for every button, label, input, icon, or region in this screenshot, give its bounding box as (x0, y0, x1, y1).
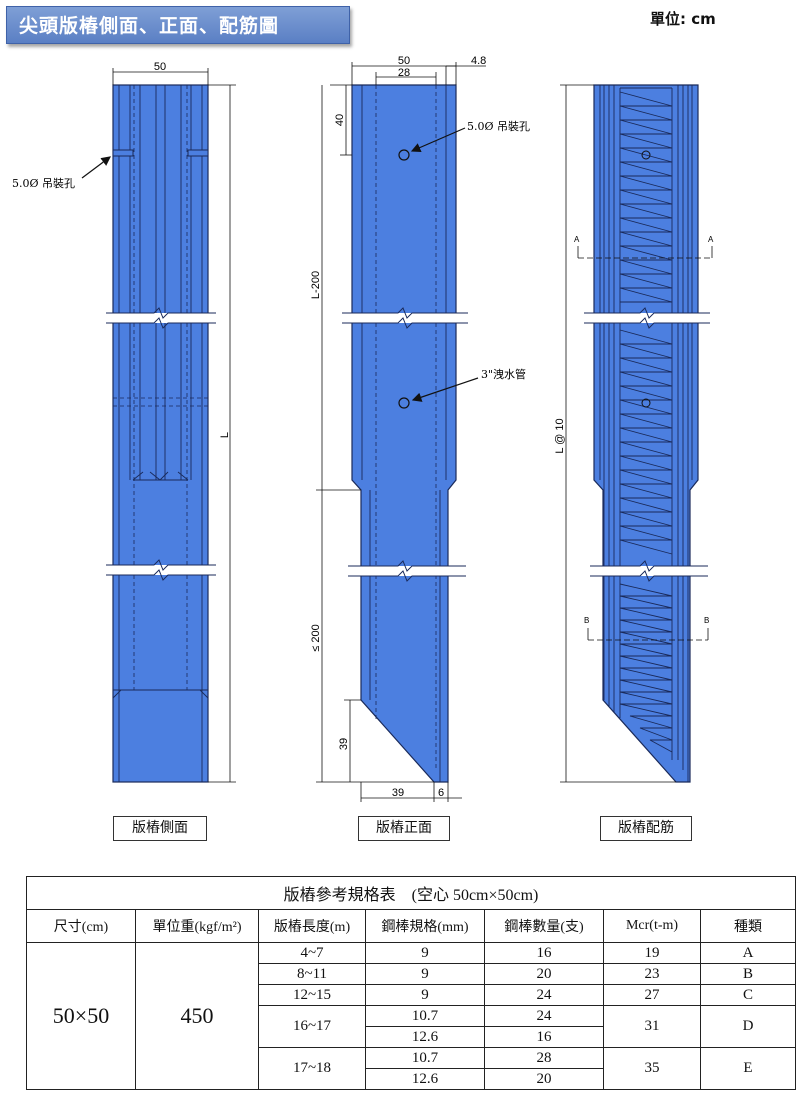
side-width-dim: 50 (154, 61, 166, 73)
cell-qty: 16 (484, 942, 604, 964)
cell-length: 16~17 (258, 1005, 366, 1048)
rebar-spiral-middle (619, 329, 673, 555)
col-type: 種類 (700, 909, 796, 943)
rebar-lifting-hole (641, 150, 651, 160)
col-qty: 鋼棒數量(支) (484, 909, 604, 943)
cell-type: A (700, 942, 796, 964)
cell-qty: 20 (484, 1068, 604, 1090)
rebar-spiral-upper (619, 91, 673, 303)
col-weight: 單位重(kgf/m²) (135, 909, 259, 943)
front-lower-length-dim: ≤ 200 (310, 624, 322, 651)
rebar-drain-hole (641, 398, 651, 408)
page-title: 尖頭版樁側面、正面、配筋圖 (6, 6, 350, 44)
col-size: 尺寸(cm) (26, 909, 136, 943)
cell-spec: 12.6 (365, 1068, 485, 1090)
front-pile-body (351, 84, 457, 783)
section-b-left: B (584, 616, 589, 625)
caption-side: 版樁側面 (113, 816, 207, 841)
side-hole-left (112, 149, 134, 157)
col-length: 版樁長度(m) (258, 909, 366, 943)
col-mcr: Mcr(t-m) (603, 909, 701, 943)
unit-label: 單位: cm (650, 10, 716, 28)
cell-type: B (700, 963, 796, 985)
caption-rebar: 版樁配筋 (600, 816, 692, 841)
front-width-dim: 50 (398, 55, 410, 67)
cell-qty: 24 (484, 1005, 604, 1027)
front-tip-width-dim: 39 (392, 787, 404, 799)
front-tip-height-dim: 39 (338, 738, 350, 750)
side-break-lower (106, 565, 216, 575)
table-row: 12.6 20 (27, 1068, 796, 1090)
section-a-right: A (708, 235, 714, 244)
cell-type: E (700, 1047, 796, 1090)
front-inner-dim: 28 (398, 67, 410, 79)
spec-table-title: 版樁參考規格表 (空心 50cm×50cm) (26, 876, 796, 910)
side-length-dim: L (219, 432, 231, 438)
rebar-length-dim: L @ 10 (554, 418, 566, 453)
cell-spec: 9 (365, 942, 485, 964)
side-hole-label: 5.0Ø 吊裝孔 (12, 177, 75, 190)
cell-spec: 9 (365, 963, 485, 985)
cell-length: 12~15 (258, 984, 366, 1006)
cell-qty: 28 (484, 1047, 604, 1069)
front-edge-dim: 4.8 (471, 55, 486, 67)
front-tip-edge-dim: 6 (438, 787, 444, 799)
front-view: 50 28 4.8 40 L-200 ≤ 200 39 39 6 5.0Ø 吊裝… (310, 55, 530, 802)
cell-spec: 10.7 (365, 1047, 485, 1069)
cell-mcr: 35 (603, 1047, 701, 1090)
cell-qty: 16 (484, 1026, 604, 1048)
front-upper-length-dim: L-200 (310, 271, 322, 299)
front-drain-label: 3"洩水管 (481, 367, 526, 381)
side-break-upper (106, 313, 216, 323)
cell-length: 4~7 (258, 942, 366, 964)
section-b-right: B (704, 616, 709, 625)
side-view: 50 L 5.0Ø 吊裝孔 (12, 61, 236, 783)
cell-length: 17~18 (258, 1047, 366, 1090)
front-drain-hole (398, 397, 410, 409)
table-row: 8~11 9 20 23 B (27, 963, 796, 985)
front-hole-label: 5.0Ø 吊裝孔 (467, 120, 530, 133)
col-spec: 鋼棒規格(mm) (365, 909, 485, 943)
table-row: 12.6 16 (27, 1026, 796, 1048)
table-row: 50×50 450 4~7 9 16 19 A (26, 942, 796, 1090)
cell-weight: 450 (135, 942, 259, 1090)
cell-length: 8~11 (258, 963, 366, 985)
front-lifting-hole (398, 149, 410, 161)
section-a-left: A (574, 235, 580, 244)
cell-size: 50×50 (26, 942, 136, 1090)
side-hole-right (187, 149, 209, 157)
cell-spec: 9 (365, 984, 485, 1006)
cell-spec: 12.6 (365, 1026, 485, 1048)
cell-qty: 24 (484, 984, 604, 1006)
cell-mcr: 31 (603, 1005, 701, 1048)
pile-drawing: 50 L 5.0Ø 吊裝孔 50 (12, 55, 714, 802)
front-top-dim: 40 (334, 114, 346, 126)
cell-type: D (700, 1005, 796, 1048)
cell-spec: 10.7 (365, 1005, 485, 1027)
cell-qty: 20 (484, 963, 604, 985)
side-pile-body (112, 84, 209, 783)
table-row: 17~18 10.7 28 35 E (27, 1047, 796, 1090)
rebar-view: A A B B L @ 10 (554, 84, 714, 783)
caption-front: 版樁正面 (358, 816, 450, 841)
cell-type: C (700, 984, 796, 1006)
table-row: 12~15 9 24 27 C (27, 984, 796, 1006)
cell-mcr: 19 (603, 942, 701, 964)
rebar-spiral-lower (619, 583, 673, 753)
cell-mcr: 23 (603, 963, 701, 985)
spec-table: 版樁參考規格表 (空心 50cm×50cm) 尺寸(cm) 單位重(kgf/m²… (26, 876, 796, 1090)
cell-mcr: 27 (603, 984, 701, 1006)
